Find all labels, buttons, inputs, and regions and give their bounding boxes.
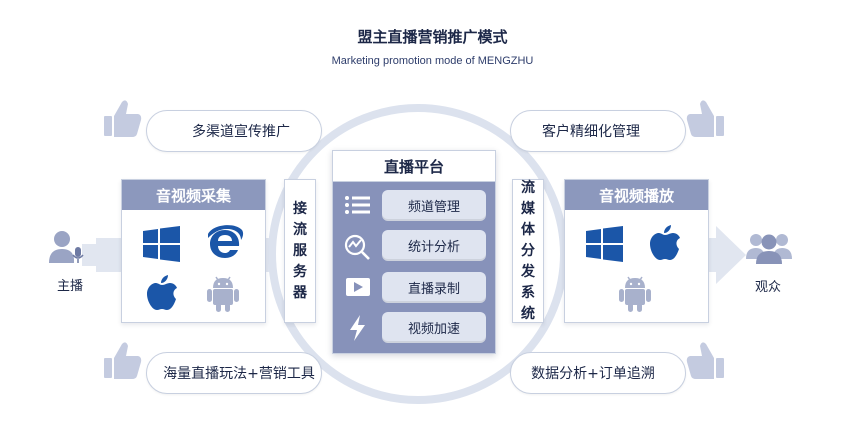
lightning-icon xyxy=(350,315,365,341)
thumbs-up-icon xyxy=(686,342,724,379)
streaming-char: 分 xyxy=(521,242,535,259)
flow-arrow-head xyxy=(716,226,746,284)
thumbs-up-icon xyxy=(104,342,142,379)
playback-panel-title: 音视频播放 xyxy=(565,180,708,210)
platform-item-label: 直播录制 xyxy=(407,282,460,297)
ingest-char: 流 xyxy=(293,221,307,238)
streaming-char: 流 xyxy=(521,179,535,196)
host-label: 主播 xyxy=(56,279,83,294)
apple-icon xyxy=(147,275,177,310)
pill-live-play-marketing-tools: 海量直播玩法+营销工具 xyxy=(146,352,322,394)
ingest-char: 务 xyxy=(293,263,307,280)
pill-multichannel-promotion: 多渠道宣传推广 xyxy=(146,110,322,152)
platform-item-label: 统计分析 xyxy=(407,240,460,255)
streaming-char: 统 xyxy=(521,305,535,322)
apple-icon xyxy=(650,225,680,260)
pill-data-analysis-order-tracing: 数据分析+订单追溯 xyxy=(510,352,686,394)
pill-label: 多渠道宣传推广 xyxy=(192,124,290,140)
thumbs-up-icon xyxy=(104,100,142,137)
pill-label: 客户精细化管理 xyxy=(542,124,640,140)
ingest-server-box: 接 流 服 务 器 xyxy=(284,179,316,323)
streaming-char: 媒 xyxy=(521,200,535,217)
diagram-title: 盟主直播营销推广模式 xyxy=(357,28,508,46)
ie-icon xyxy=(208,225,244,258)
android-icon xyxy=(207,276,239,312)
streaming-distribution-box: 流 媒 体 分 发 系 统 xyxy=(512,179,544,323)
users-icon xyxy=(746,234,792,264)
chart-search-icon xyxy=(344,234,370,260)
platform-item-channel-management: 频道管理 xyxy=(382,190,486,221)
thumbs-up-icon xyxy=(686,100,724,137)
pill-label: 海量直播玩法+营销工具 xyxy=(163,366,315,382)
windows-icon xyxy=(143,226,180,262)
platform-item-label: 频道管理 xyxy=(407,200,460,215)
platform-item-label: 视频加速 xyxy=(407,322,460,337)
platform-item-statistics: 统计分析 xyxy=(382,230,486,261)
streaming-char: 发 xyxy=(521,263,535,280)
streaming-char: 体 xyxy=(521,221,535,238)
diagram-subtitle: Marketing promotion mode of MENGZHU xyxy=(331,55,534,67)
video-icon xyxy=(346,278,370,296)
ingest-char: 器 xyxy=(293,284,307,301)
windows-icon xyxy=(586,226,623,262)
platform-title: 直播平台 xyxy=(333,151,495,182)
platform-item-video-acceleration: 视频加速 xyxy=(382,312,486,343)
android-icon xyxy=(619,276,651,312)
pill-customer-management: 客户精细化管理 xyxy=(510,110,686,152)
host-arrow xyxy=(82,244,122,266)
presenter-icon xyxy=(49,231,84,263)
ingest-char: 接 xyxy=(293,200,307,217)
pill-label: 数据分析+订单追溯 xyxy=(531,366,655,382)
streaming-char: 系 xyxy=(521,284,535,301)
list-icon xyxy=(345,196,370,214)
audience-label: 观众 xyxy=(754,280,781,295)
ingest-char: 服 xyxy=(293,242,307,259)
platform-item-recording: 直播录制 xyxy=(382,272,486,303)
capture-panel-title: 音视频采集 xyxy=(122,180,265,210)
